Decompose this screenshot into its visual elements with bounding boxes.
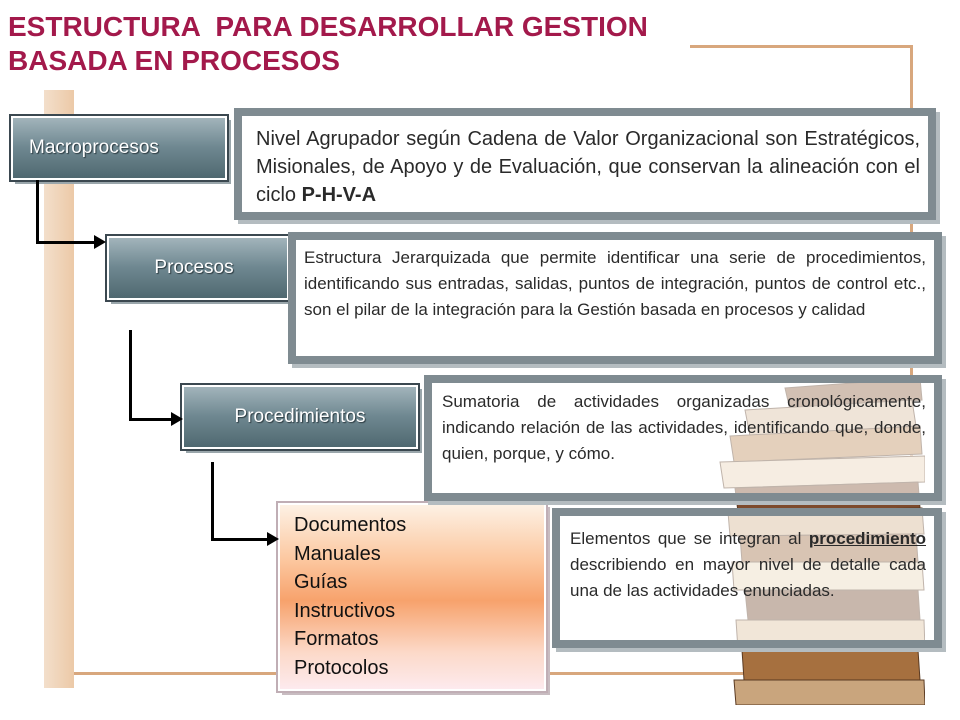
level-procesos-label: Procesos xyxy=(154,257,234,278)
documents-item: Protocolos xyxy=(294,656,389,679)
description-procedimientos-text: Sumatoria de actividades organizadas cro… xyxy=(442,392,926,463)
level-macroprocesos[interactable]: Macroprocesos xyxy=(9,114,229,182)
level-procesos[interactable]: Procesos xyxy=(105,234,291,302)
description-procesos: Estructura Jerarquizada que permite iden… xyxy=(288,232,942,364)
documents-list-box: Documentos Manuales Guías Instructivos F… xyxy=(276,501,548,693)
background-stripe xyxy=(44,88,74,688)
description-macroprocesos: Nivel Agrupador según Cadena de Valor Or… xyxy=(234,108,936,220)
title-background xyxy=(0,0,690,90)
level-procedimientos-label: Procedimientos xyxy=(234,406,366,427)
arrow-right-icon xyxy=(94,235,106,249)
documents-item: Manuales xyxy=(294,542,381,565)
arrow-right-icon xyxy=(267,532,279,546)
documents-item: Documentos xyxy=(294,514,407,536)
title-line-2: BASADA EN PROCESOS xyxy=(8,45,340,76)
description-macroprocesos-text: Nivel Agrupador según Cadena de Valor Or… xyxy=(256,128,920,206)
description-procesos-text: Estructura Jerarquizada que permite iden… xyxy=(304,248,926,319)
title-line-1: ESTRUCTURA PARA DESARROLLAR GESTION xyxy=(8,11,648,42)
level-macroprocesos-label: Macroprocesos xyxy=(29,137,159,158)
documents-list: Documentos Manuales Guías Instructivos F… xyxy=(294,511,544,683)
level-procedimientos[interactable]: Procedimientos xyxy=(180,383,420,451)
page-title: ESTRUCTURA PARA DESARROLLAR GESTION BASA… xyxy=(8,10,648,78)
documents-item: Instructivos xyxy=(294,599,396,622)
procedimiento-emphasis: procedimiento xyxy=(808,529,926,548)
documents-item: Formatos xyxy=(294,628,379,651)
cycle-emphasis: P-H-V-A xyxy=(301,184,377,206)
description-documentos: Elementos que se integran al procedimien… xyxy=(552,508,942,648)
documents-item: Guías xyxy=(294,571,348,594)
arrow-right-icon xyxy=(171,412,183,426)
description-procedimientos: Sumatoria de actividades organizadas cro… xyxy=(424,375,942,501)
description-documentos-text: Elementos que se integran al procedimien… xyxy=(570,529,926,600)
